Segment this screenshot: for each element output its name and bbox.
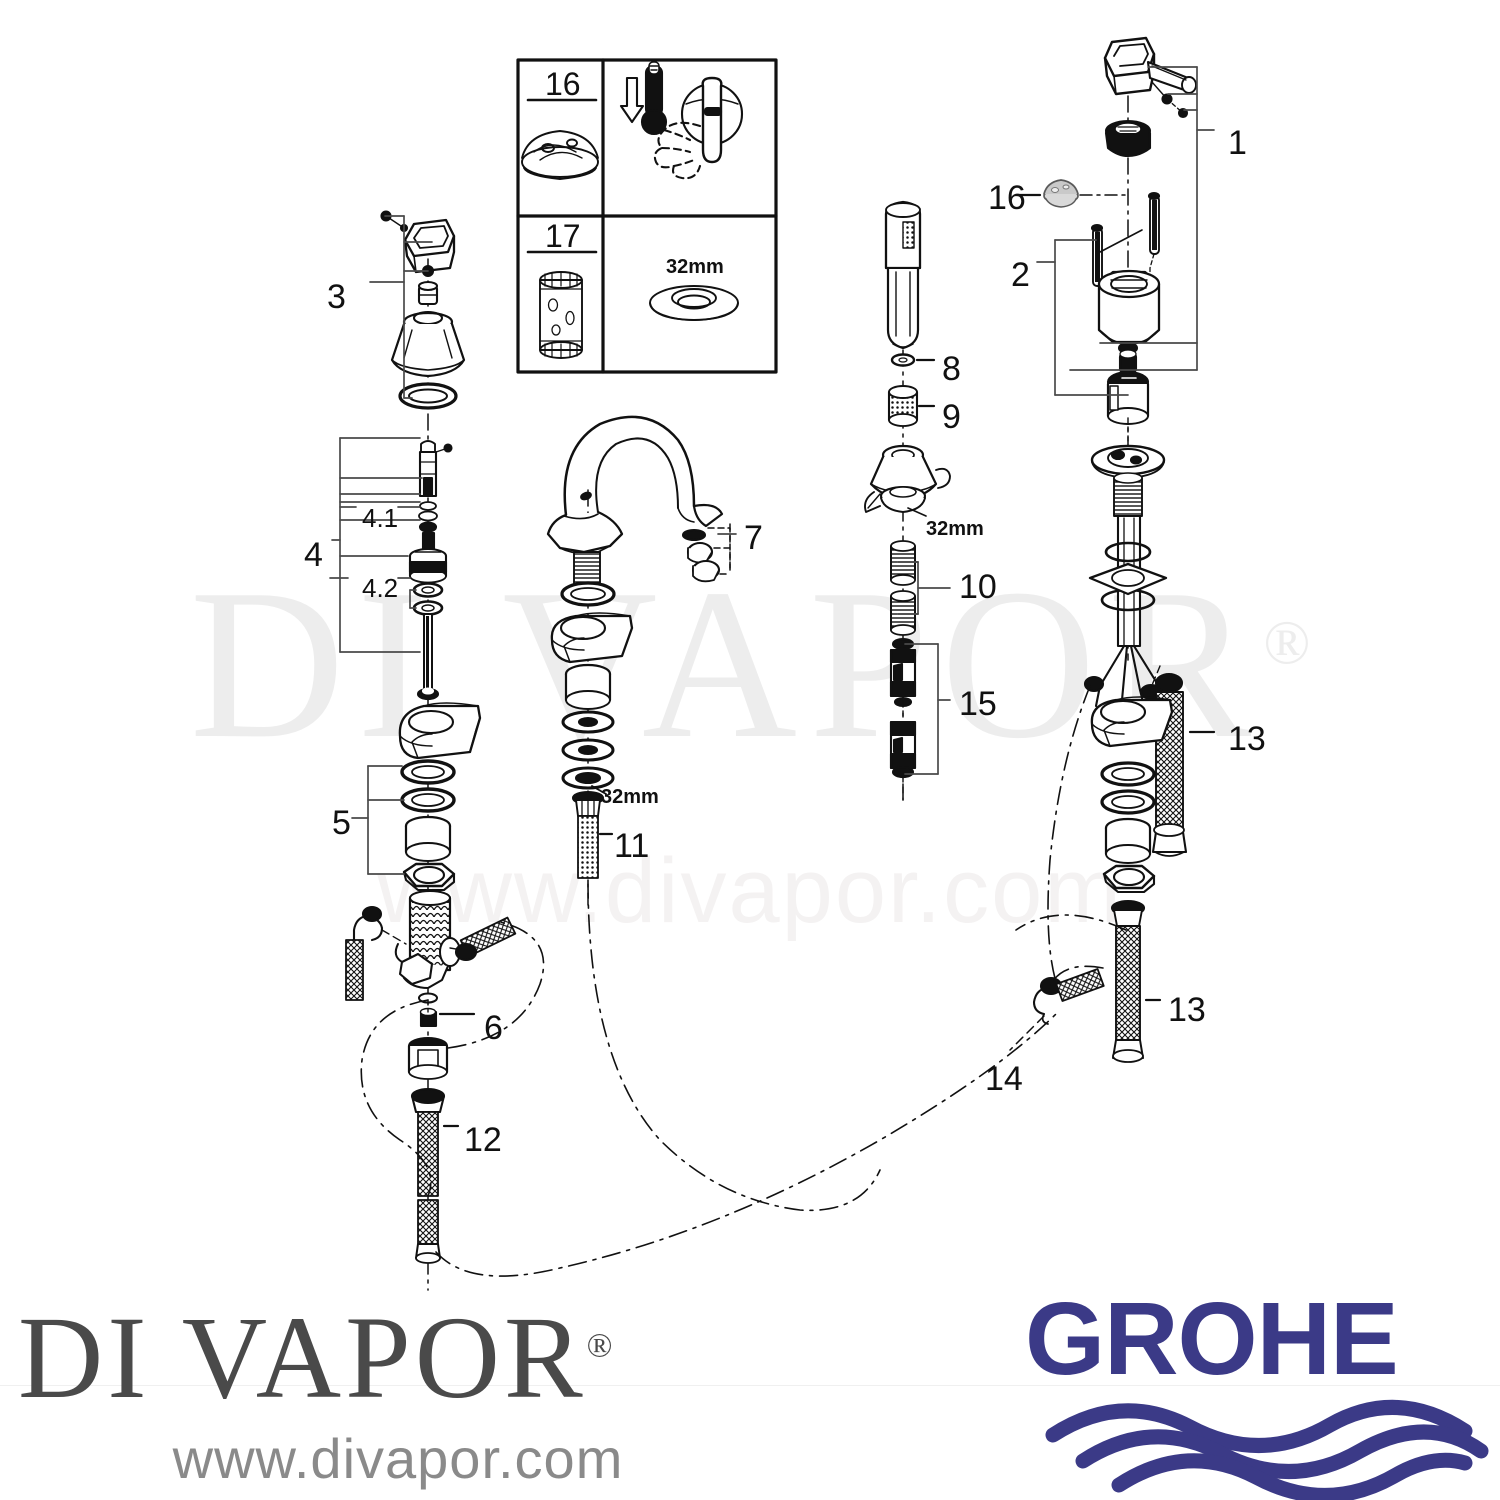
- callout-label-14: 14: [985, 1060, 1023, 1098]
- callout-label-2: 2: [1011, 256, 1030, 294]
- inset-instruction-box: [516, 58, 778, 374]
- callout-label-13: 13: [1228, 720, 1266, 758]
- hose-routing-guides: [360, 921, 1059, 1277]
- callout-2-bracket: [1036, 239, 1129, 396]
- spout-oring-part: [560, 581, 616, 607]
- callout-label-15: 15: [959, 685, 997, 723]
- divapor-url: www.divapor.com: [172, 1426, 624, 1490]
- stub-hose-right-part: [449, 916, 517, 962]
- handspray-guide-part: [864, 444, 951, 517]
- grohe-wordmark: GROHE: [1025, 1281, 1399, 1396]
- cartridge-stack-part: [408, 440, 453, 691]
- callout-label-4-1: 4.1: [362, 503, 399, 533]
- crescent-lever-part: [398, 702, 482, 760]
- handle-bead-part: [416, 687, 440, 701]
- callout-label-5: 5: [332, 804, 351, 842]
- flow-regulator-9-part: [887, 385, 919, 427]
- dimension-note-mm-handspray: 32mm: [926, 518, 984, 540]
- spout-part: [546, 415, 724, 595]
- body-collar-part: [1104, 119, 1152, 158]
- callout-label-4-2: 4.2: [362, 573, 399, 603]
- handspray-part: [884, 200, 922, 350]
- spout-spacer-part: [564, 663, 612, 710]
- callout-label-11: 11: [614, 827, 650, 865]
- handle-oring-part: [398, 382, 458, 410]
- callout-5-bracket: [351, 765, 405, 875]
- callout-4-bracket: [329, 437, 423, 653]
- body-lever-part: [1103, 36, 1197, 119]
- body-washer-set-part: [1100, 761, 1156, 894]
- coupling-nut-part: [407, 1036, 449, 1080]
- column-body-assembly: [1009, 36, 1216, 1063]
- cartridge-body-part: [1106, 370, 1150, 425]
- spout-crescent-part: [550, 612, 634, 664]
- callout-label-16: 16: [988, 179, 1026, 217]
- handle-cap-part: [403, 218, 456, 274]
- callout-label-1: 1: [1228, 124, 1247, 162]
- callout-label-7: 7: [744, 519, 763, 557]
- divapor-logo: DI VAPOR® www.divapor.com: [18, 1296, 778, 1491]
- column-handspray-assembly: [864, 200, 951, 801]
- callout-label-13: 13: [1168, 991, 1206, 1029]
- aerator-16-part: [1043, 179, 1079, 208]
- inset-panel-caption-17: 17: [545, 218, 581, 254]
- connector-set-15-part: [889, 637, 917, 779]
- callout-15-bracket: [904, 643, 951, 775]
- grohe-logo: GROHE: [1025, 1281, 1495, 1500]
- hose-13-lower-part: [1110, 899, 1146, 1063]
- aerator-set-7-part: [681, 523, 731, 583]
- inset-panel-caption-16: 16: [545, 66, 581, 102]
- callout-label-9: 9: [942, 398, 961, 436]
- elbow-hose-14-part: [1009, 968, 1105, 1051]
- callout-label-8: 8: [942, 350, 961, 388]
- elbow-hose-left-part: [345, 905, 407, 1001]
- handle-cone-part: [390, 310, 466, 378]
- thermometer-hand-lever-icon: [619, 61, 744, 180]
- callout-3-bracket: [369, 215, 433, 399]
- column-handle-assembly: [329, 210, 517, 1291]
- 32mm-washer-icon: [649, 285, 739, 321]
- aerator-cap-icon: [521, 130, 599, 180]
- seal-8-part: [890, 353, 916, 367]
- body-shank-part: [1088, 514, 1168, 648]
- body-crescent-part: [1090, 696, 1174, 748]
- weight-set-10-part: [890, 540, 916, 636]
- dimension-note-mm-spout: 32mm: [601, 786, 659, 808]
- grohe-wave-icon: [1045, 1399, 1489, 1500]
- callout-label-4: 4: [304, 536, 323, 574]
- callout-1-bracket: [1069, 66, 1215, 371]
- callout-label-3: 3: [327, 278, 346, 316]
- page-divider-rule: [0, 1385, 1500, 1386]
- column-spout-assembly: [546, 415, 881, 1212]
- cartridge-sleeve-icon: [539, 271, 583, 359]
- callout-label-6: 6: [484, 1009, 503, 1047]
- callout-label-10: 10: [959, 568, 997, 606]
- body-seal-stack-part: [1117, 341, 1139, 374]
- body-bush-part: [1097, 269, 1161, 345]
- diverter-body-part: [345, 890, 517, 1001]
- spout-washer-set-part: [561, 710, 615, 790]
- callout-10-bracket: [897, 561, 951, 615]
- hose-11-part: [571, 790, 605, 879]
- dimension-note-mm-inset: 32mm: [666, 256, 724, 278]
- callout-label-12: 12: [464, 1121, 502, 1159]
- body-flange-part: [1090, 444, 1166, 517]
- handle-insert-part: [417, 280, 439, 306]
- hose-12-part: [410, 1087, 446, 1264]
- divapor-wordmark: DI VAPOR®: [18, 1292, 613, 1423]
- fixing-set-5-part: [400, 759, 456, 892]
